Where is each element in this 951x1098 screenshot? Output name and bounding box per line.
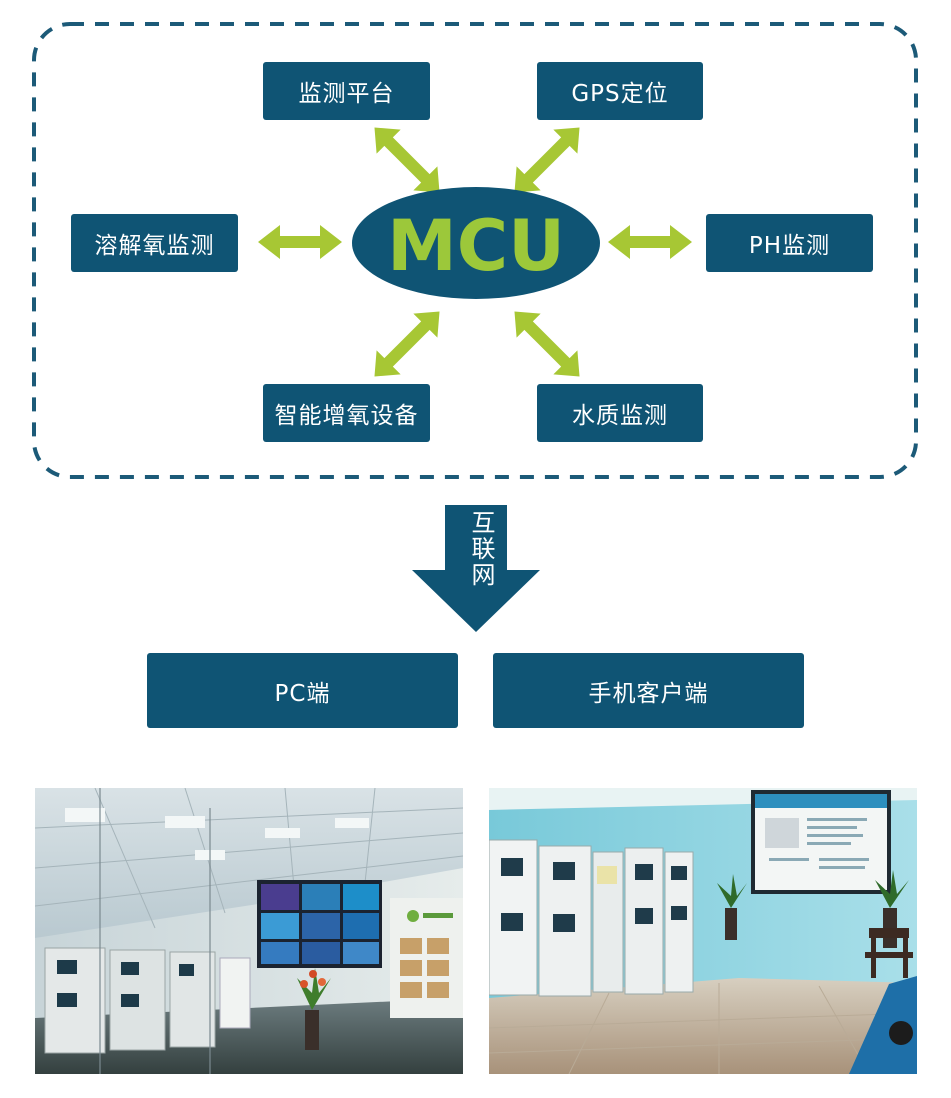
internet-down-arrow (412, 505, 540, 632)
mcu-ellipse (352, 187, 600, 299)
endpoint-pc: PC端 (147, 653, 458, 728)
node-ph-monitor: PH监测 (706, 214, 873, 272)
arrow-top-left (374, 127, 440, 193)
photo-equipment-room (489, 788, 917, 1074)
node-do-monitor: 溶解氧监测 (71, 214, 238, 272)
node-label: 监测平台 (298, 81, 395, 107)
system-diagram: MCU (32, 22, 918, 632)
node-water-quality: 水质监测 (537, 384, 703, 442)
node-monitor-platform: 监测平台 (263, 62, 430, 120)
endpoint-mobile: 手机客户端 (493, 653, 804, 728)
photo-showroom (35, 788, 463, 1074)
node-label: 水质监测 (572, 403, 668, 429)
arrow-top-right (514, 127, 580, 193)
node-label: GPS定位 (571, 81, 669, 107)
node-gps: GPS定位 (537, 62, 703, 120)
arrow-bottom-right (514, 311, 580, 377)
arrow-bottom-left (374, 311, 440, 377)
node-label: 溶解氧监测 (94, 233, 215, 259)
node-label: PH监测 (748, 233, 831, 259)
dashed-border (32, 22, 918, 479)
arrow-right (608, 225, 692, 259)
arrow-left (258, 225, 342, 259)
endpoint-label: 手机客户端 (588, 680, 709, 707)
connector-arrows (258, 225, 692, 259)
node-aerator: 智能增氧设备 (263, 384, 430, 442)
endpoint-label: PC端 (274, 680, 331, 707)
mcu-label: MCU (387, 205, 565, 287)
node-label: 智能增氧设备 (274, 403, 419, 429)
internet-label: 互联网 (467, 510, 495, 588)
